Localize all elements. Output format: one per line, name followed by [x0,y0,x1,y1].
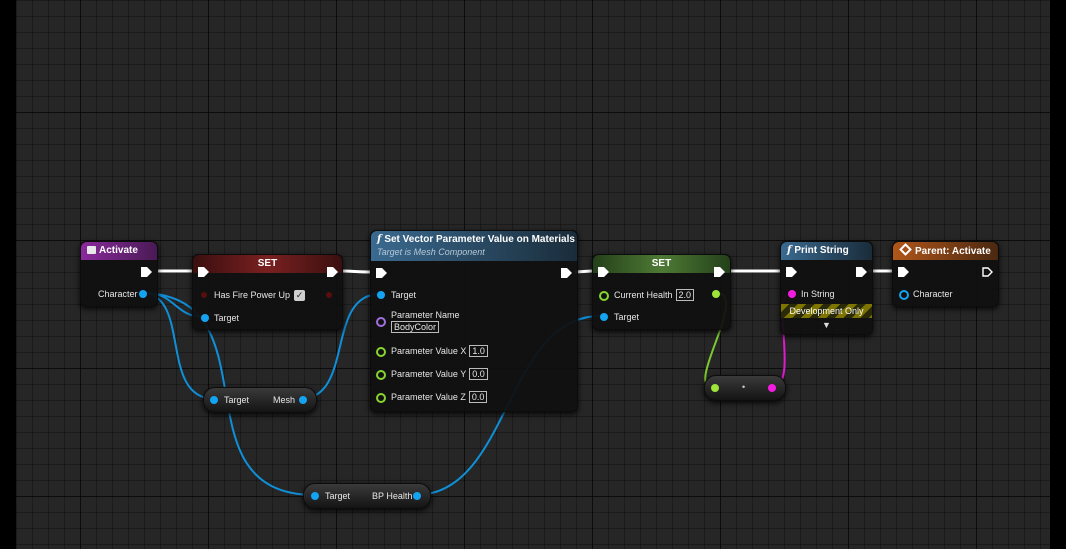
current-health-field[interactable]: 2.0 [675,289,695,301]
print-string-title: Print String [794,245,849,256]
bp-health-getter-node[interactable]: Target BP Health [303,483,431,509]
exec-output-pin[interactable] [141,267,153,277]
function-icon: f [377,234,382,245]
parameter-x-field[interactable]: 1.0 [469,345,488,357]
development-only-banner: Development Only [781,304,872,318]
set-vector-node-title: Set Vector Parameter Value on Materials [384,234,575,245]
exec-wire [339,269,371,274]
character-output-label: Character [98,289,138,299]
target-label: Target [614,312,640,322]
exec-input-pin[interactable] [598,267,610,277]
exec-input-pin[interactable] [198,267,210,277]
activate-node-title: Activate [99,245,138,256]
character-input-pin[interactable] [899,290,909,300]
exec-output-pin[interactable] [982,267,994,277]
parameter-name-field[interactable]: BodyColor [391,321,440,333]
current-health-label: Current Health [614,290,673,300]
parent-activate-header: Parent: Activate [893,242,998,260]
mesh-label: Mesh [273,395,296,405]
activate-event-node[interactable]: Activate Character [80,241,158,307]
mesh-output-pin[interactable] [299,396,307,404]
canvas-right-border [1050,0,1066,549]
has-fire-power-label: Has Fire Power Up [214,290,291,300]
exec-output-pin[interactable] [856,267,868,277]
parameter-z-label: Parameter Value Z [391,392,466,402]
parameter-x-pin[interactable] [376,347,386,357]
has-fire-output-pin[interactable] [326,292,332,298]
exec-input-pin[interactable] [898,267,910,277]
target-label: Target [224,395,250,405]
exec-input-pin[interactable] [376,268,388,278]
float-input-pin[interactable] [711,384,719,392]
parent-activate-title: Parent: Activate [915,246,991,257]
parameter-name-row: Parameter Name BodyColor [391,309,460,333]
event-icon [87,246,96,254]
string-output-pin[interactable] [768,384,776,392]
character-input-label: Character [913,289,953,299]
current-health-output-pin[interactable] [712,290,720,298]
in-string-pin[interactable] [788,290,796,298]
target-label: Target [391,290,417,300]
bp-health-output-pin[interactable] [413,492,421,500]
target-input-pin[interactable] [201,314,209,322]
set-vector-node-subtitle: Target is Mesh Component [377,247,485,257]
has-fire-input-pin[interactable] [201,292,207,298]
conversion-symbol: • [742,382,746,392]
target-input-pin[interactable] [377,291,385,299]
in-string-label: In String [801,289,835,299]
expand-chevron-icon[interactable]: ▼ [822,320,831,330]
exec-output-pin[interactable] [714,267,726,277]
set-fire-power-node[interactable]: SET Has Fire Power Up✓ Target [192,254,343,330]
parent-activate-node[interactable]: Parent: Activate Character [892,241,999,307]
parameter-y-label: Parameter Value Y [391,369,467,379]
parameter-z-pin[interactable] [376,393,386,403]
exec-output-pin[interactable] [327,267,339,277]
set-health-node-title: SET [593,255,730,273]
parameter-name-label: Parameter Name [391,310,460,320]
canvas-left-border [0,0,16,549]
has-fire-checkbox[interactable]: ✓ [294,290,306,302]
exec-input-pin[interactable] [786,267,798,277]
parameter-x-label: Parameter Value X [391,346,467,356]
exec-output-pin[interactable] [561,268,573,278]
current-health-input-pin[interactable] [599,291,609,301]
target-label: Target [214,313,240,323]
parameter-y-pin[interactable] [376,370,386,380]
activate-node-header: Activate [81,242,157,260]
function-icon: f [787,245,792,256]
target-input-pin[interactable] [600,313,608,321]
float-to-string-conversion-node[interactable]: • [704,375,786,401]
mesh-getter-node[interactable]: Target Mesh [203,387,317,413]
target-input-pin[interactable] [311,492,319,500]
character-output-pin[interactable] [139,290,147,298]
has-fire-power-row: Has Fire Power Up✓ [214,290,306,302]
set-fire-node-title: SET [193,255,342,273]
parameter-z-field[interactable]: 0.0 [468,391,488,403]
target-input-pin[interactable] [210,396,218,404]
parent-call-icon [899,243,912,256]
parameter-name-pin[interactable] [376,317,386,327]
parameter-y-field[interactable]: 0.0 [469,368,488,380]
target-label: Target [325,491,351,501]
bp-health-label: BP Health [372,491,413,501]
